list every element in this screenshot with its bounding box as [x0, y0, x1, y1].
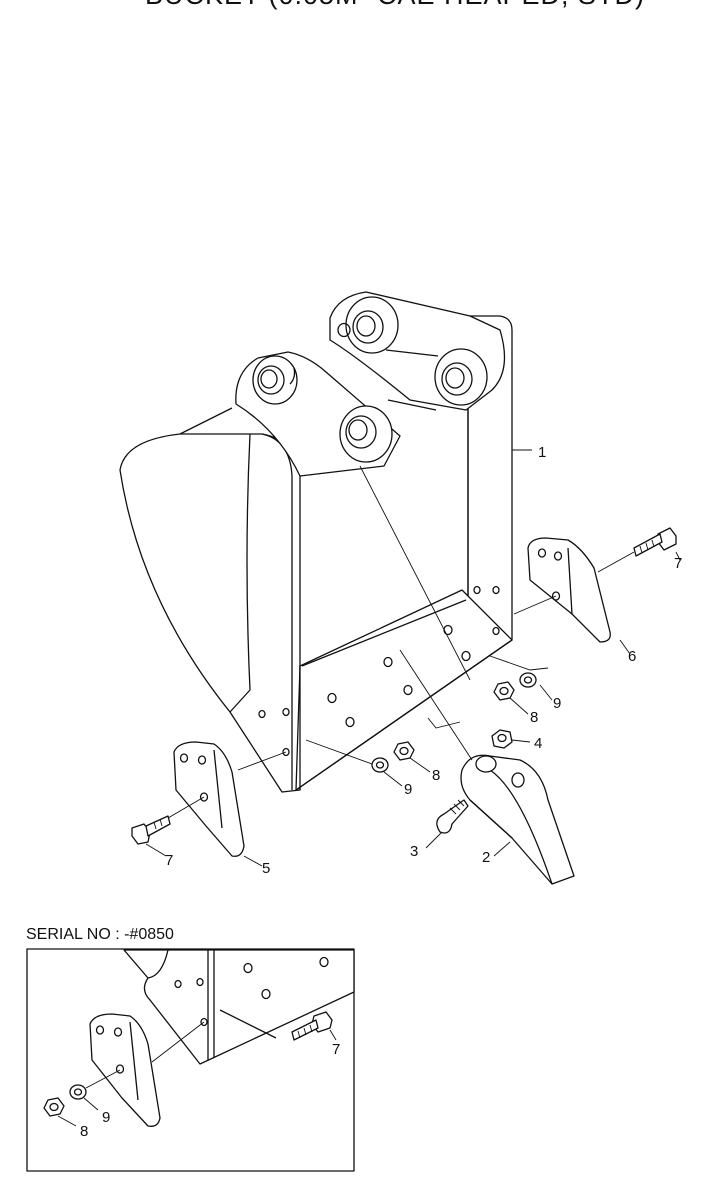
bottom-plate-holes	[258, 585, 500, 757]
callout-nut-right: 8	[530, 709, 538, 726]
callout-washer-right: 9	[553, 695, 561, 712]
bolt-left	[131, 815, 171, 845]
mounting-brackets	[235, 291, 506, 477]
callout-pin: 3	[410, 843, 418, 860]
washer-right	[519, 672, 537, 688]
inset-frame	[26, 948, 355, 1172]
pin-boss-right	[434, 348, 488, 406]
tooth-pin	[436, 799, 469, 834]
serial-number-label: SERIAL NO : -#0850	[26, 926, 174, 943]
callout-tooth-point: 2	[482, 849, 490, 866]
diagram-title: BUCKET (0.05M³ CAE HEAPED, STD)	[0, 0, 711, 11]
nut-left	[393, 741, 415, 761]
callout-bolt-left: 7	[165, 852, 173, 869]
serial-inset-detail: 7 8 9	[26, 948, 355, 1172]
assembly-lines	[145, 449, 681, 867]
pin-boss-top	[337, 296, 399, 354]
callout-nut-left: 8	[432, 767, 440, 784]
callout-washer-left: 9	[404, 781, 412, 798]
callout-bucket-body: 1	[538, 444, 546, 461]
bolt-right	[633, 527, 677, 557]
callout-side-cutter-right: 6	[628, 648, 636, 665]
inset-callout-washer: 9	[102, 1109, 110, 1126]
pin-boss-rear-left	[252, 355, 298, 405]
side-cutter-right	[527, 537, 611, 643]
callout-side-cutter-left: 5	[262, 860, 270, 877]
bucket-body	[119, 315, 513, 793]
side-cutter-left	[173, 741, 245, 857]
tooth-point	[460, 754, 575, 885]
pin-boss-front	[339, 405, 393, 463]
callout-lock: 4	[534, 735, 542, 752]
callout-bolt-right: 7	[674, 555, 682, 572]
inset-callout-bolt: 7	[332, 1041, 340, 1058]
tooth-lock	[491, 729, 513, 749]
inset-callout-nut: 8	[80, 1123, 88, 1140]
washer-left	[371, 757, 389, 773]
nut-right	[493, 681, 515, 701]
callout-labels: 1 2 3 4 5 6 7 7 8 9 8 9	[165, 444, 682, 877]
